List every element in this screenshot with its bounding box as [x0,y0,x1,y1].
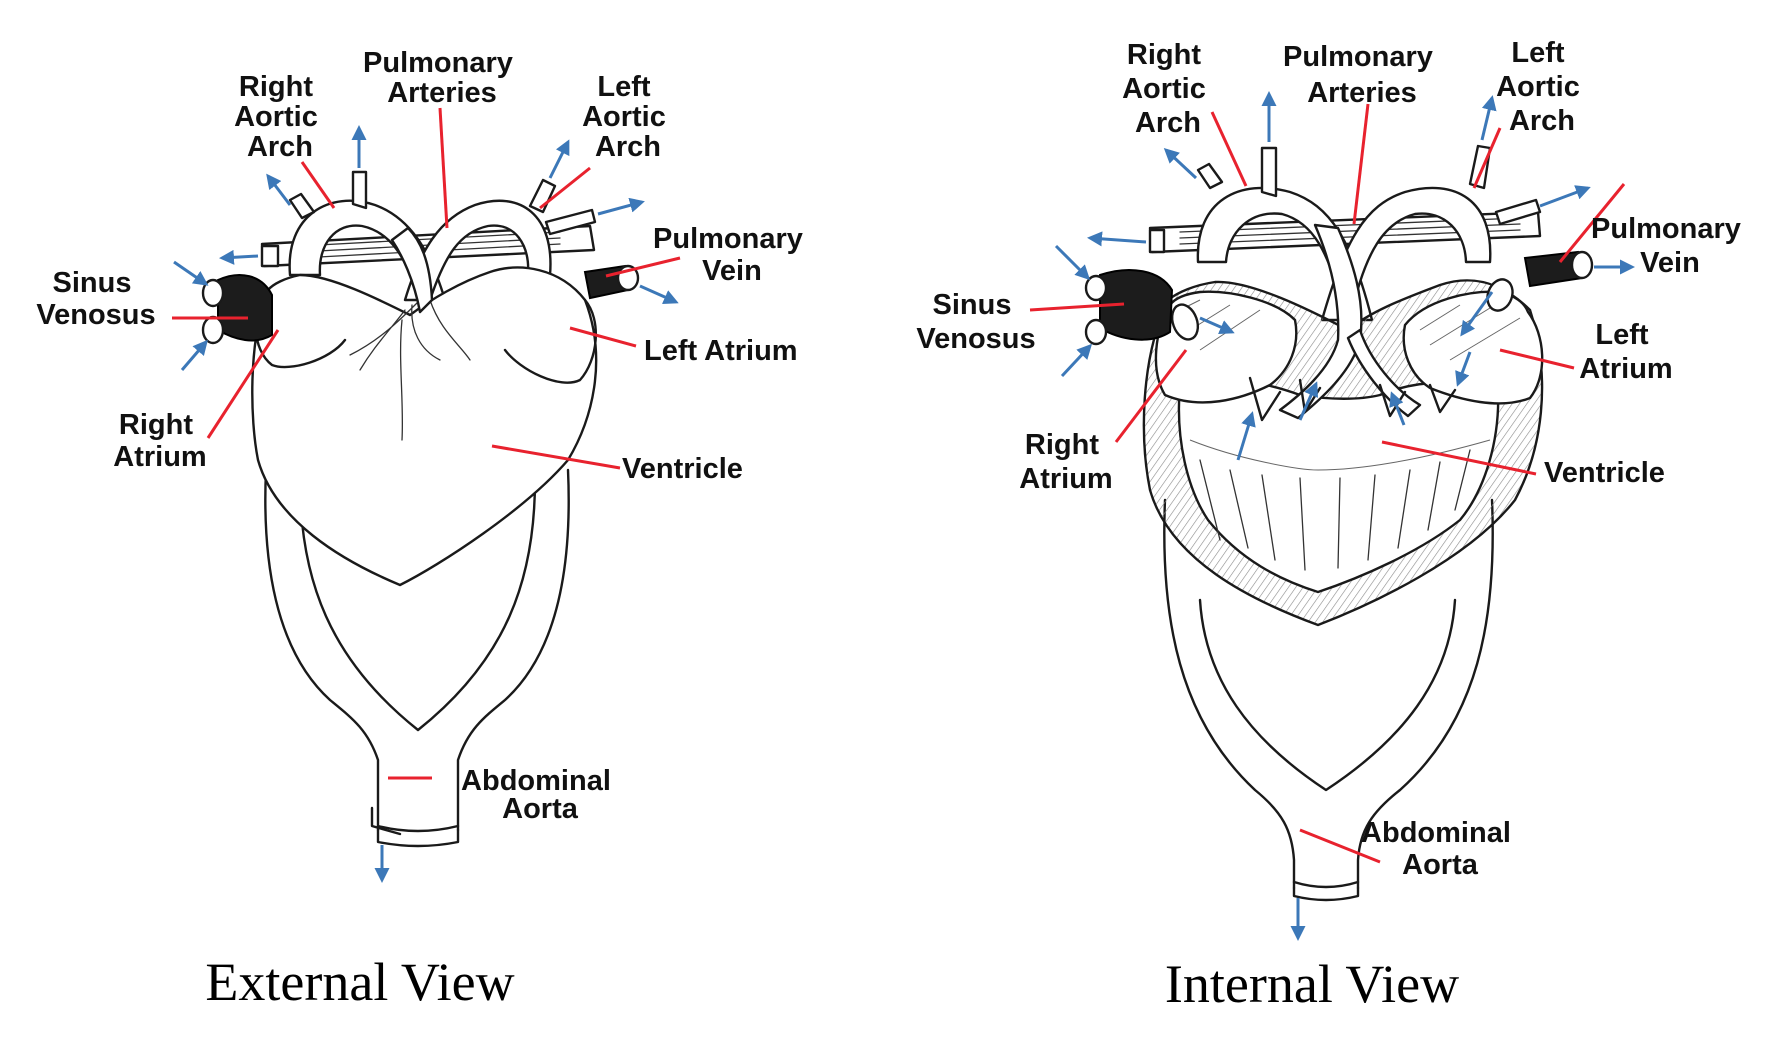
external-label-pulmonary-vein: Pulmonary Vein [653,223,811,287]
external-label-sinus-venosus: Sinus Venosus [36,267,155,331]
internal-label-pulmonary-arteries: Pulmonary Arteries [1283,41,1441,109]
internal-sinus-venosus [1099,269,1174,341]
external-leader-lines [172,107,681,780]
internal-aorta-loop [1163,498,1494,890]
internal-flow-arrows [1054,91,1635,941]
internal-label-left-aortic-arch: Left Aortic Arch [1496,37,1588,137]
external-label-left-atrium: Left Atrium [644,335,798,367]
external-sinus-venosus [217,274,273,342]
external-label-right-atrium: Right Atrium [113,409,206,473]
external-label-right-aortic-arch: Right Aortic Arch [234,71,326,163]
external-aorta-loop [264,468,570,832]
external-label-abdominal-aorta: Abdominal Aorta [461,765,619,825]
external-aorta-inner [298,478,537,732]
internal-label-ventricle: Ventricle [1544,457,1665,489]
internal-label-abdominal-aorta: Abdominal Aorta [1361,817,1519,881]
internal-label-right-aortic-arch: Right Aortic Arch [1122,39,1214,139]
internal-label-left-atrium: Left Atrium [1579,319,1672,385]
internal-label-sinus-venosus: Sinus Venosus [916,289,1035,355]
external-label-ventricle: Ventricle [622,453,743,485]
external-view-caption: External View [205,952,514,1012]
external-label-pulmonary-arteries: Pulmonary Arteries [363,47,521,109]
external-flow-arrows [173,125,679,883]
external-label-left-aortic-arch: Left Aortic Arch [582,71,674,163]
internal-leader-lines [1029,103,1626,864]
internal-label-pulmonary-vein: Pulmonary Vein [1591,213,1749,279]
internal-view-caption: Internal View [1165,954,1459,1014]
external-view-panel: Right Aortic Arch Pulmonary Arteries Lef… [36,47,811,1012]
internal-aorta-inner [1198,598,1457,792]
internal-view-panel: Right Aortic Arch Pulmonary Arteries Lef… [916,37,1749,1014]
external-left-aortic-arch [403,199,552,302]
internal-label-right-atrium: Right Atrium [1019,429,1112,495]
